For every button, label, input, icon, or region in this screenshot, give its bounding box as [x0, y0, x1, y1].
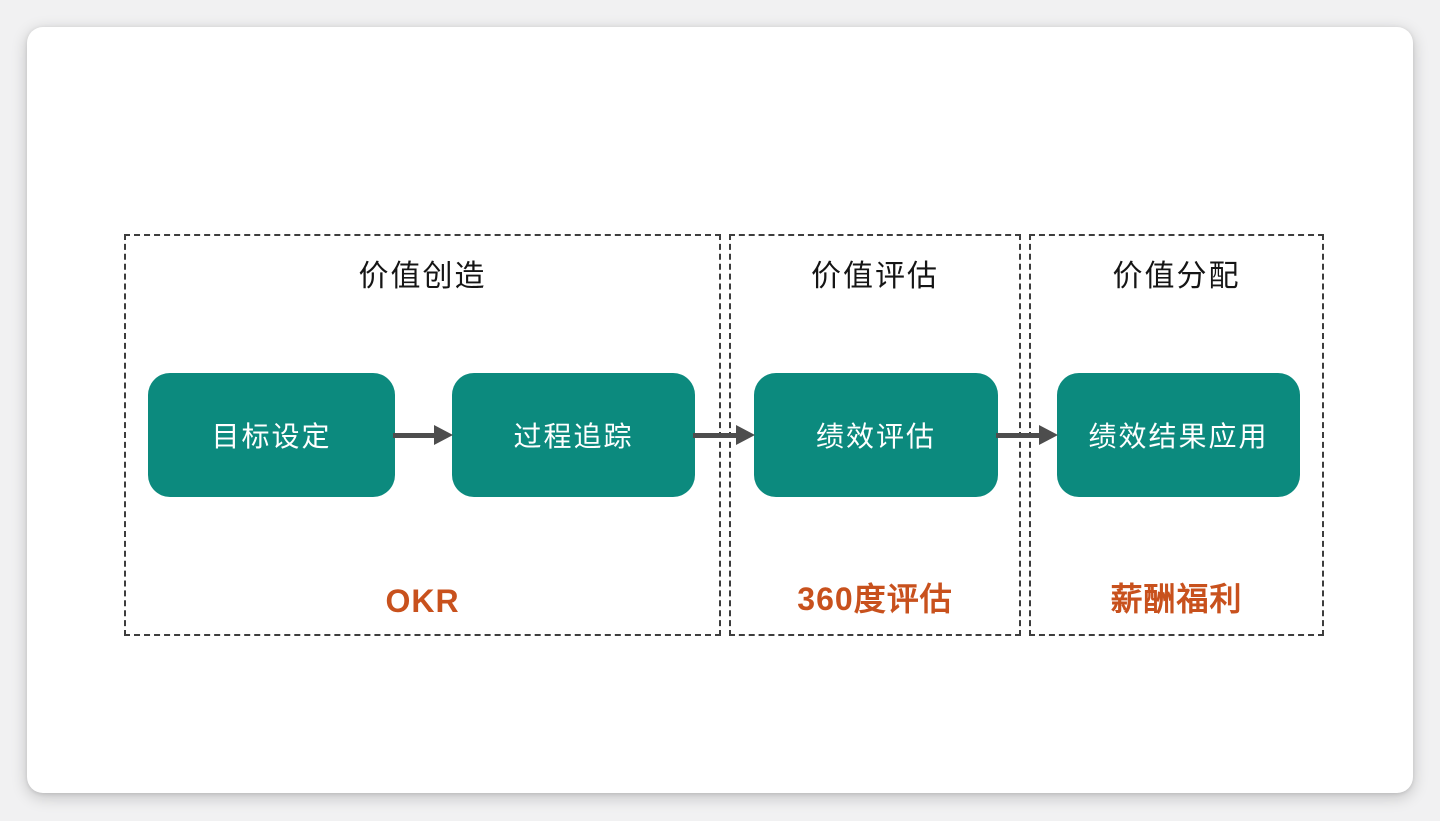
- arrow-line: [393, 432, 438, 438]
- node-performance-result-application: 绩效结果应用: [1057, 373, 1300, 497]
- arrow-head-icon: [434, 425, 453, 445]
- section-title: 价值分配: [1112, 260, 1241, 293]
- section-value-creation: 价值创造 OKR: [124, 234, 721, 636]
- section-value-distribution: 价值分配 薪酬福利: [1029, 234, 1324, 636]
- arrow-line: [693, 432, 740, 438]
- arrow-head-icon: [736, 425, 755, 445]
- section-title: 价值创造: [358, 260, 487, 293]
- node-process-tracking: 过程追踪: [452, 373, 695, 497]
- section-footnote: 薪酬福利: [1110, 581, 1243, 617]
- node-goal-setting: 目标设定: [148, 373, 395, 497]
- section-footnote: OKR: [385, 583, 460, 619]
- arrow-line: [996, 432, 1043, 438]
- flow-arrow-2: [693, 425, 755, 445]
- canvas-card: 价值创造 OKR 价值评估 360度评估 价值分配 薪酬福利 目标设定 过程追踪…: [27, 27, 1413, 793]
- node-performance-evaluation: 绩效评估: [754, 373, 998, 497]
- flow-arrow-3: [996, 425, 1058, 445]
- flow-arrow-1: [393, 425, 453, 445]
- arrow-head-icon: [1039, 425, 1058, 445]
- section-title: 价值评估: [811, 260, 939, 293]
- section-footnote: 360度评估: [797, 581, 953, 617]
